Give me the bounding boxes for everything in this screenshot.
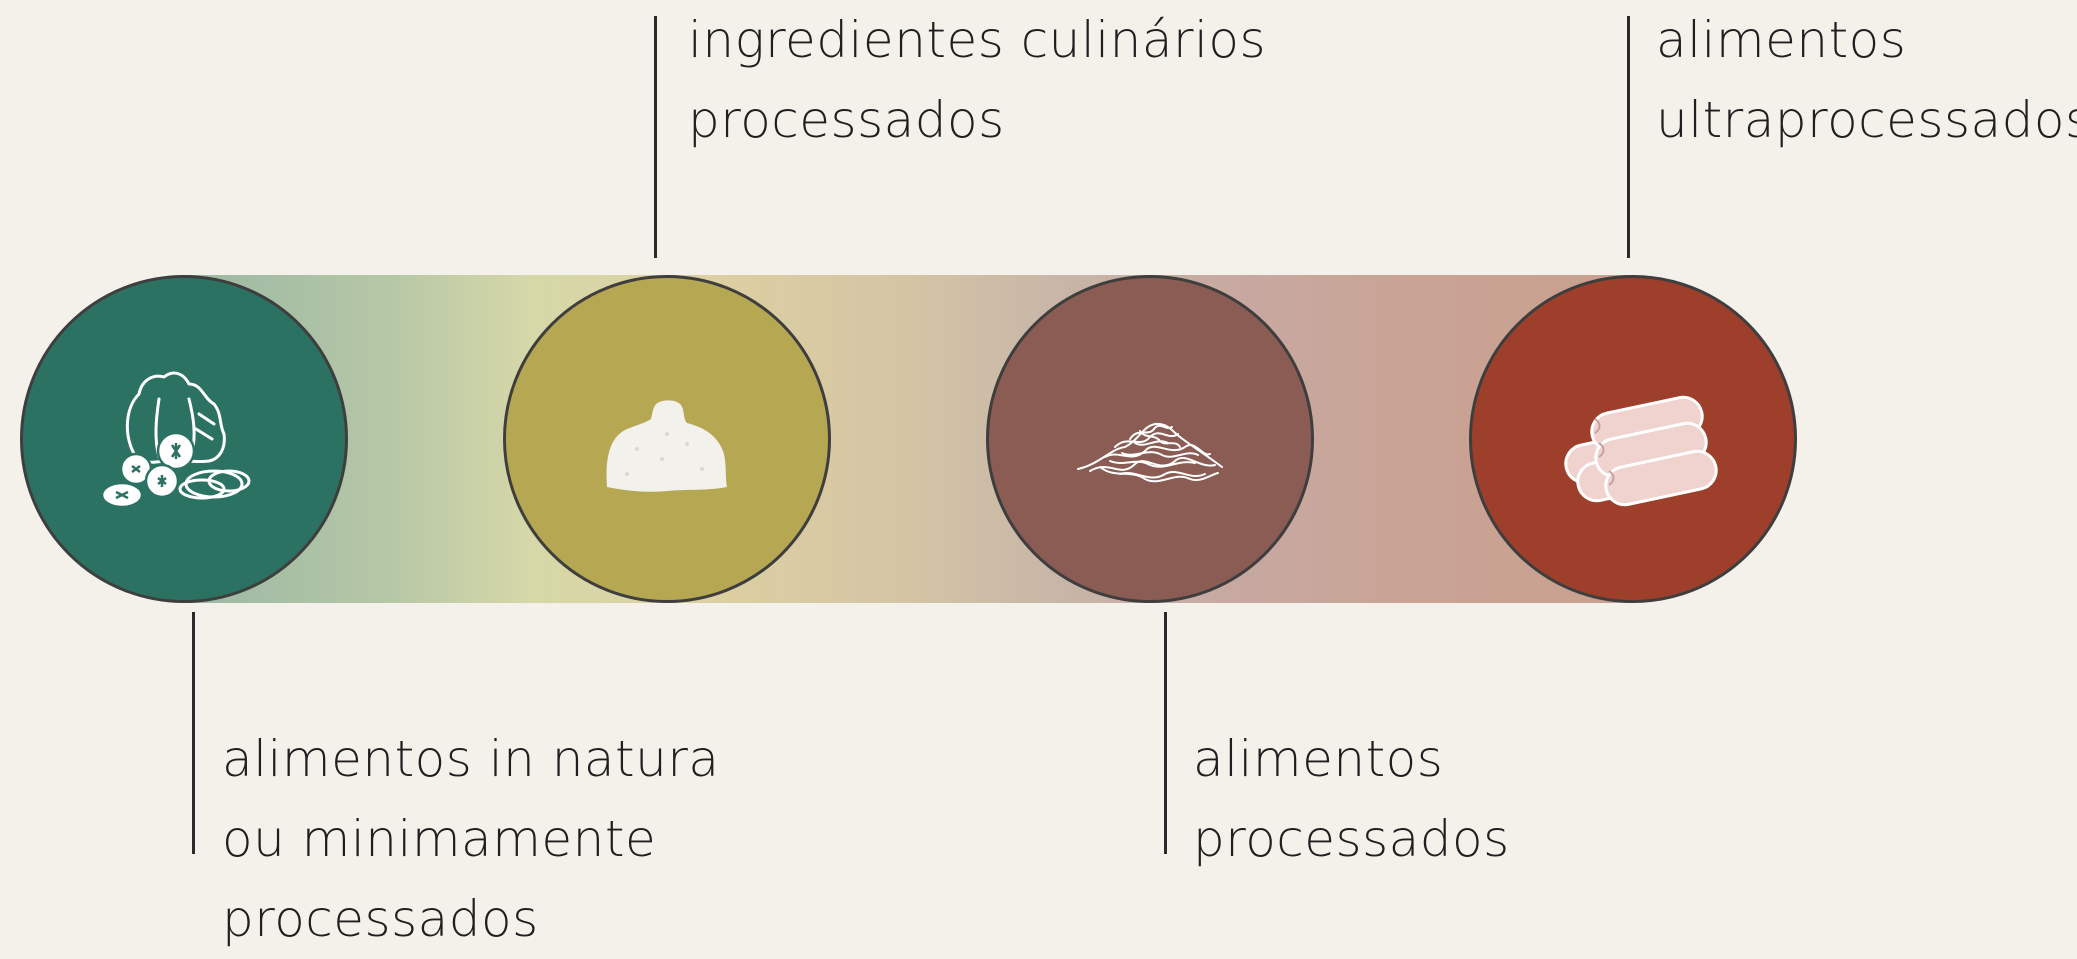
label-line: ingredientes culinários bbox=[688, 11, 1267, 69]
connector-line-in-natura bbox=[192, 612, 195, 854]
sausages-icon bbox=[1564, 395, 1718, 507]
label-line: processados bbox=[1193, 810, 1510, 868]
label-in-natura: alimentos in natura ou minimamente proce… bbox=[222, 719, 720, 959]
vegetables-icon bbox=[100, 371, 251, 509]
connector-line-ingredientes bbox=[654, 16, 657, 258]
label-line: alimentos in natura bbox=[222, 730, 720, 788]
gradient-band bbox=[186, 275, 1632, 603]
sugar-pile-icon bbox=[606, 400, 727, 492]
label-line: ultraprocessados bbox=[1656, 91, 2077, 149]
stage-circle-processados bbox=[986, 275, 1314, 603]
label-processados: alimentos processados bbox=[1193, 719, 1510, 879]
label-line: processados bbox=[222, 890, 539, 948]
connector-line-ultraprocessados bbox=[1627, 16, 1630, 258]
label-ingredientes: ingredientes culinários processados bbox=[688, 0, 1266, 160]
label-line: processados bbox=[688, 91, 1005, 149]
label-line: alimentos bbox=[1193, 730, 1444, 788]
stage-circle-in-natura bbox=[20, 275, 348, 603]
shredded-cheese-icon bbox=[1077, 422, 1223, 483]
label-line: ou minimamente bbox=[222, 810, 657, 868]
connector-line-processados bbox=[1164, 612, 1167, 854]
label-ultraprocessados: alimentos ultraprocessados bbox=[1656, 0, 2077, 160]
stage-circle-ingredientes bbox=[503, 275, 831, 603]
label-line: alimentos bbox=[1656, 11, 1907, 69]
stage-circle-ultraprocessados bbox=[1469, 275, 1797, 603]
